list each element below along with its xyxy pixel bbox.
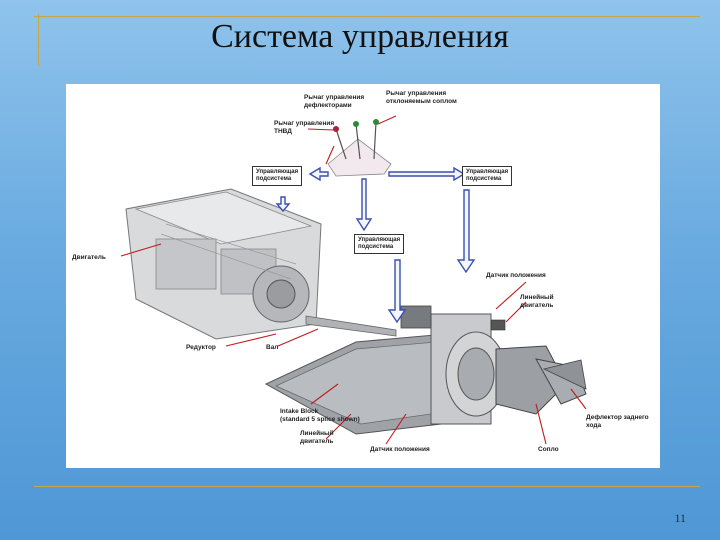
label-gearbox: Редуктор [186,344,216,351]
callout-pointers [120,115,587,445]
flow-arrows [275,166,476,324]
label-lever-nozzle: Рычаг управления отклоняемым соплом [386,90,457,105]
shaft-illustration [305,315,397,337]
label-nozzle: Сопло [538,446,559,453]
label-lever-deflectors: Рычаг управления дефлекторами [304,94,365,109]
label-position-sensor-top: Датчик положения [486,272,546,279]
page-number: 11 [674,511,686,525]
label-position-sensor-bottom: Датчик положения [370,446,430,453]
label-rear-deflector: Дефлектор заднего хода [586,414,649,429]
label-shaft: Вал [266,344,279,351]
slide-frame-bottom [34,486,700,487]
diagram-panel: Рычаг управления дефлекторами Рычаг упра… [66,84,660,468]
slide-frame-top [34,16,700,17]
label-linear-motor-right: Линейный двигатель [520,294,554,309]
label-intake-block: Intake Block (standard 5 splice shown) [280,408,360,423]
label-engine: Двигатель [72,254,106,261]
control-levers-illustration [327,119,392,177]
label-linear-motor-bottom: Линейный двигатель [300,430,334,445]
box-control-subsystem-left: Управляющая подсистема [252,166,303,186]
slide-title: Система управления [211,18,509,55]
box-control-subsystem-right: Управляющая подсистема [462,166,513,186]
waterjet-illustration [264,305,587,435]
label-lever-throttle: Рычаг управления ТНВД [274,120,335,135]
diagram-drawing [120,115,587,445]
engine-illustration [125,188,322,340]
slide-frame-left [38,14,39,66]
box-control-subsystem-center: Управляющая подсистема [354,234,405,254]
